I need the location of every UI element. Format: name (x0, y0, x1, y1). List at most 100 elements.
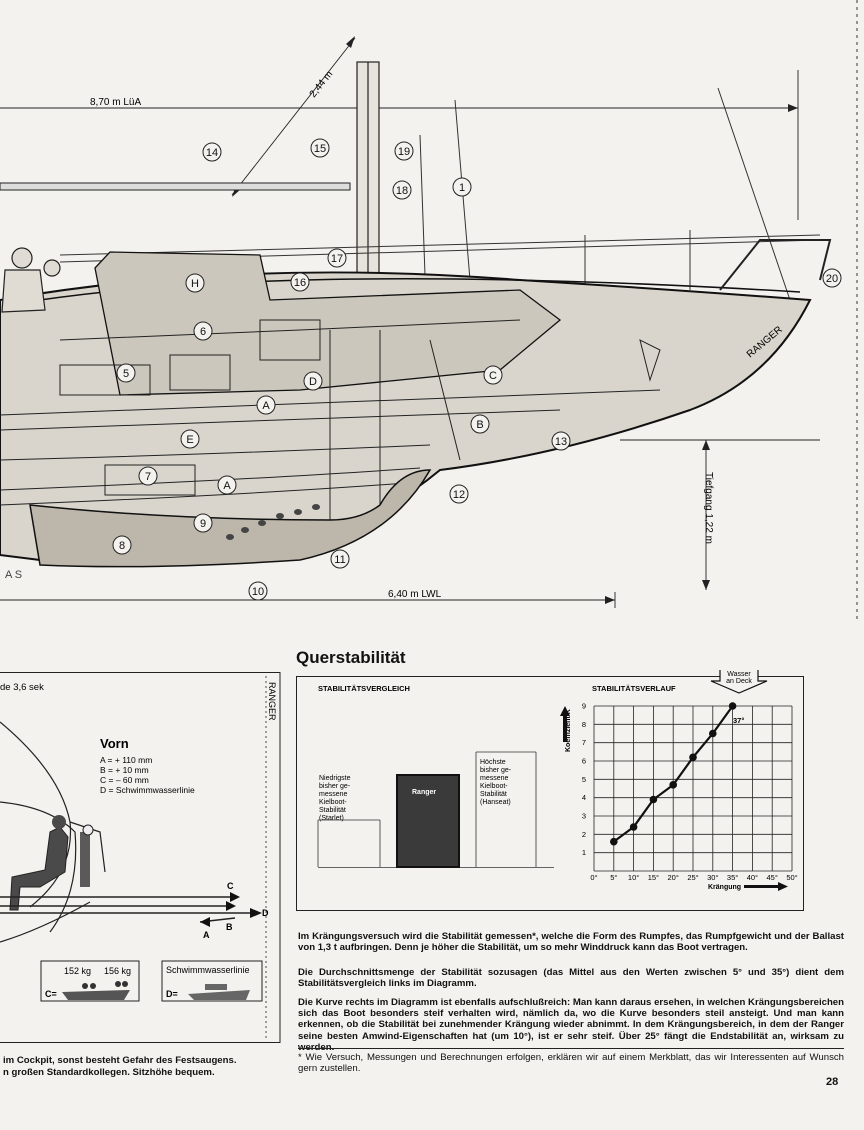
y-tick-9: 9 (582, 702, 586, 711)
callout-15: 15 (314, 143, 326, 155)
curve-point-20 (669, 781, 677, 789)
curve-point-10 (629, 823, 638, 831)
x-tick-20: 20° (668, 873, 679, 882)
starlet-label: Niedrigste bisher ge- messene Kielboot- … (319, 775, 351, 822)
x-tick-25: 25° (687, 873, 698, 882)
x-tick-0: 0° (590, 873, 597, 882)
starlet-label-4: Kielboot- (319, 799, 347, 806)
hanseat-label-2: bisher ge- (480, 767, 512, 774)
x-tick-30: 30° (707, 873, 718, 882)
curve-point-25 (689, 753, 697, 762)
vorn-line-c: C = – 60 mm (100, 775, 149, 785)
callout-letter-e: E (186, 434, 193, 446)
x-axis-label: Krängung (708, 884, 741, 891)
callout-11: 11 (334, 554, 345, 566)
curve-grid (593, 705, 793, 872)
callout-18: 18 (396, 185, 408, 197)
x-axis-arrow-head (778, 882, 788, 891)
water-on-deck-callout: Wasser an Deck (710, 670, 768, 694)
callout-letter-a: A (262, 400, 270, 412)
box1-letter: C= (45, 989, 57, 999)
starlet-label-6: (Starlet) (319, 815, 344, 822)
callout-19: 19 (398, 146, 410, 158)
hanseat-label-6: (Hanseat) (480, 799, 511, 806)
callout-circles (112, 138, 842, 601)
x-tick-50: 50° (786, 873, 797, 882)
paragraph-1: Im Krängungsversuch wird die Stabilität … (298, 931, 844, 954)
footnote: * Wie Versuch, Messungen und Berechnunge… (298, 1052, 844, 1075)
comparison-bars (396, 774, 460, 868)
y-tick-7: 7 (582, 738, 586, 747)
stability-curve (610, 702, 737, 846)
box2-letter: D= (166, 989, 178, 999)
callout-10: 10 (252, 586, 264, 598)
cutaway-watermark: A S (5, 569, 22, 581)
curve-point-30 (709, 729, 717, 738)
y-tick-2: 2 (582, 830, 586, 839)
x-tick-40: 40° (747, 873, 758, 882)
section-title: Querstabilität (296, 648, 406, 667)
hanseat-label: Höchste bisher ge- messene Kielboot- Sta… (480, 759, 512, 806)
callout-letter-b: B (476, 419, 483, 431)
x-tick-labels: 0°5°10°15°20°25°30°35°40°45°50° (590, 873, 797, 882)
y-tick-1: 1 (582, 848, 586, 857)
callout-6: 6 (200, 326, 206, 338)
boat-cutaway-illustration: 1 6 5 7 8 9 10 11 12 13 14 15 16 17 18 1… (0, 0, 858, 620)
callout-letter-d: D (309, 376, 317, 388)
x-tick-10: 10° (628, 873, 639, 882)
callout-13: 13 (555, 436, 567, 448)
paragraph-2: Die Durchschnittsmenge der Stabilität so… (298, 967, 844, 990)
x-tick-5: 5° (610, 873, 617, 882)
comparison-chart-title: STABILITÄTSVERGLEICH (318, 684, 410, 693)
paragraph-3: Die Kurve rechts im Diagramm ist ebenfal… (298, 997, 844, 1053)
arrow-label-c: C (227, 881, 234, 891)
callout-8: 8 (119, 540, 125, 552)
callout-20: 20 (826, 273, 838, 285)
callout-16: 16 (294, 277, 306, 289)
vorn-line-a: A = + 110 mm (100, 755, 152, 765)
y-axis-arrow-head (560, 706, 570, 716)
y-axis-label: Koeffizient K (565, 709, 572, 752)
period-text: de 3,6 sek (0, 682, 44, 693)
x-axis-arrow-shaft (744, 885, 778, 888)
hanseat-label-3: messene (480, 775, 509, 782)
caption-line-2: n großen Standardkollegen. Sitzhöhe bequ… (3, 1067, 215, 1078)
x-tick-35: 35° (727, 873, 738, 882)
curve-point-15 (649, 795, 658, 804)
hanseat-label-1: Höchste (480, 759, 506, 766)
callout-5: 5 (123, 368, 129, 380)
y-tick-6: 6 (582, 757, 586, 766)
vorn-heading: Vorn (100, 736, 129, 751)
trim-diagram-panel: de 3,6 sek RANGER Vorn A = + 110 mm B = … (0, 672, 281, 1043)
starlet-label-1: Niedrigste (319, 775, 351, 782)
vorn-line-b: B = + 10 mm (100, 765, 149, 775)
end-angle-label: 37° (733, 716, 744, 725)
hanseat-label-4: Kielboot- (480, 783, 508, 790)
callout-7: 7 (145, 471, 151, 483)
curve-point-35 (728, 702, 737, 710)
callout-letter-c: C (489, 370, 497, 382)
vorn-line-d: D = Schwimmwasserlinie (100, 785, 195, 795)
starlet-label-5: Stabilität (319, 807, 346, 814)
callout-9: 9 (200, 518, 206, 530)
y-tick-8: 8 (582, 720, 586, 729)
mast-dimension-label: 2,44 m (308, 69, 335, 100)
y-tick-3: 3 (582, 812, 586, 821)
box1-weight1: 152 kg (64, 966, 91, 976)
draft-label: Tiefgang 1,22 m (703, 472, 714, 544)
lwl-label: 6,40 m LWL (388, 589, 442, 600)
starlet-label-3: messene (319, 791, 348, 798)
hanseat-label-5: Stabilität (480, 791, 507, 798)
callout-14: 14 (206, 147, 218, 159)
loa-label: 8,70 m LüA (90, 97, 141, 108)
curve-chart-title: STABILITÄTSVERLAUF (592, 684, 676, 693)
box2-label: Schwimmwasserlinie (166, 965, 250, 975)
callout-17: 17 (331, 253, 343, 265)
box1-weight2: 156 kg (104, 966, 131, 976)
bar-ranger (396, 774, 460, 868)
ranger-bar-label: Ranger (412, 789, 436, 796)
arrow-label-d: D (262, 908, 269, 918)
side-label-ranger: RANGER (267, 682, 277, 721)
page-number: 28 (826, 1076, 839, 1088)
